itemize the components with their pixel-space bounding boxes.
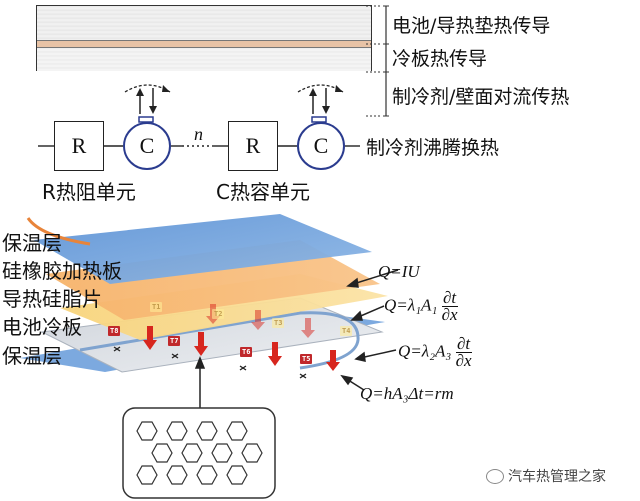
capacitor-symbol: C	[313, 133, 329, 158]
label-bottom-insulation: 保温层	[2, 344, 62, 368]
watermark-text: 汽车热管理之家	[508, 469, 606, 485]
label-cold-plate-conduction: 冷板热传导	[392, 48, 488, 70]
bracket-lines	[366, 5, 389, 117]
sensor-tag-t2: T2	[212, 309, 225, 319]
sensor-tag-t7: T7	[168, 336, 181, 346]
heater-cable	[26, 217, 91, 246]
partial-fraction: ∂t∂x	[455, 334, 472, 370]
label-convection: 制冷剂/壁面对流传热	[392, 86, 570, 108]
equation-grease-conduction: Q=λ₁A₁ ∂t∂x	[384, 288, 458, 324]
equation-joule-heat: Q=IU	[378, 262, 420, 281]
fraction-denominator: ∂x	[441, 305, 458, 324]
top-insulation-layer	[34, 214, 372, 284]
fraction-numerator: ∂t	[455, 334, 472, 353]
sensor-tag-t6: T6	[240, 347, 253, 357]
sensor-tag-t4: T4	[340, 326, 353, 336]
resistor-unit-1: R	[54, 121, 104, 171]
equation-plate-conduction: Q=λ₂A₃ ∂t∂x	[398, 334, 472, 370]
watermark: 汽车热管理之家	[486, 466, 606, 486]
label-boiling: 制冷剂沸腾换热	[366, 137, 500, 159]
pad-layer	[37, 41, 371, 48]
cold-plate-layer	[37, 48, 371, 71]
r-unit-caption: R热阻单元	[42, 180, 136, 204]
sensor-tag-t8: T8	[108, 326, 121, 336]
sensor-tag-t5: T5	[300, 354, 313, 364]
capacitor-unit-1: C	[123, 122, 171, 170]
fraction-denominator: ∂x	[455, 351, 472, 370]
capacitor-symbol: C	[139, 133, 155, 158]
equation-lhs: Q=λ₁A₁	[384, 295, 438, 315]
sensor-tag-t1: T1	[150, 302, 163, 312]
label-heater-plate: 硅橡胶加热板	[2, 259, 122, 283]
equation-convection: Q=hA₃Δt=rm	[360, 384, 454, 403]
label-top-insulation: 保温层	[2, 231, 62, 255]
layer-stack-illustration	[20, 214, 399, 499]
label-thermal-grease: 导热硅脂片	[2, 287, 102, 311]
label-battery-pad-conduction: 电池/导热垫热传导	[392, 15, 551, 37]
n-repeat-symbol: n	[194, 124, 203, 144]
battery-layer	[37, 6, 371, 41]
wechat-icon	[486, 468, 504, 484]
equation-lhs: Q=λ₂A₃	[398, 341, 452, 361]
sensor-tag-t3: T3	[272, 318, 285, 328]
capacitor-unit-2: C	[297, 122, 345, 170]
resistor-symbol: R	[245, 133, 261, 158]
circuit-wiring	[38, 84, 360, 147]
label-cold-plate: 电池冷板	[2, 315, 82, 339]
c-unit-caption: C热容单元	[216, 180, 310, 204]
resistor-unit-2: R	[228, 121, 278, 171]
resistor-symbol: R	[71, 133, 87, 158]
partial-fraction: ∂t∂x	[441, 288, 458, 324]
battery-slab	[36, 5, 372, 71]
fraction-numerator: ∂t	[441, 288, 458, 307]
